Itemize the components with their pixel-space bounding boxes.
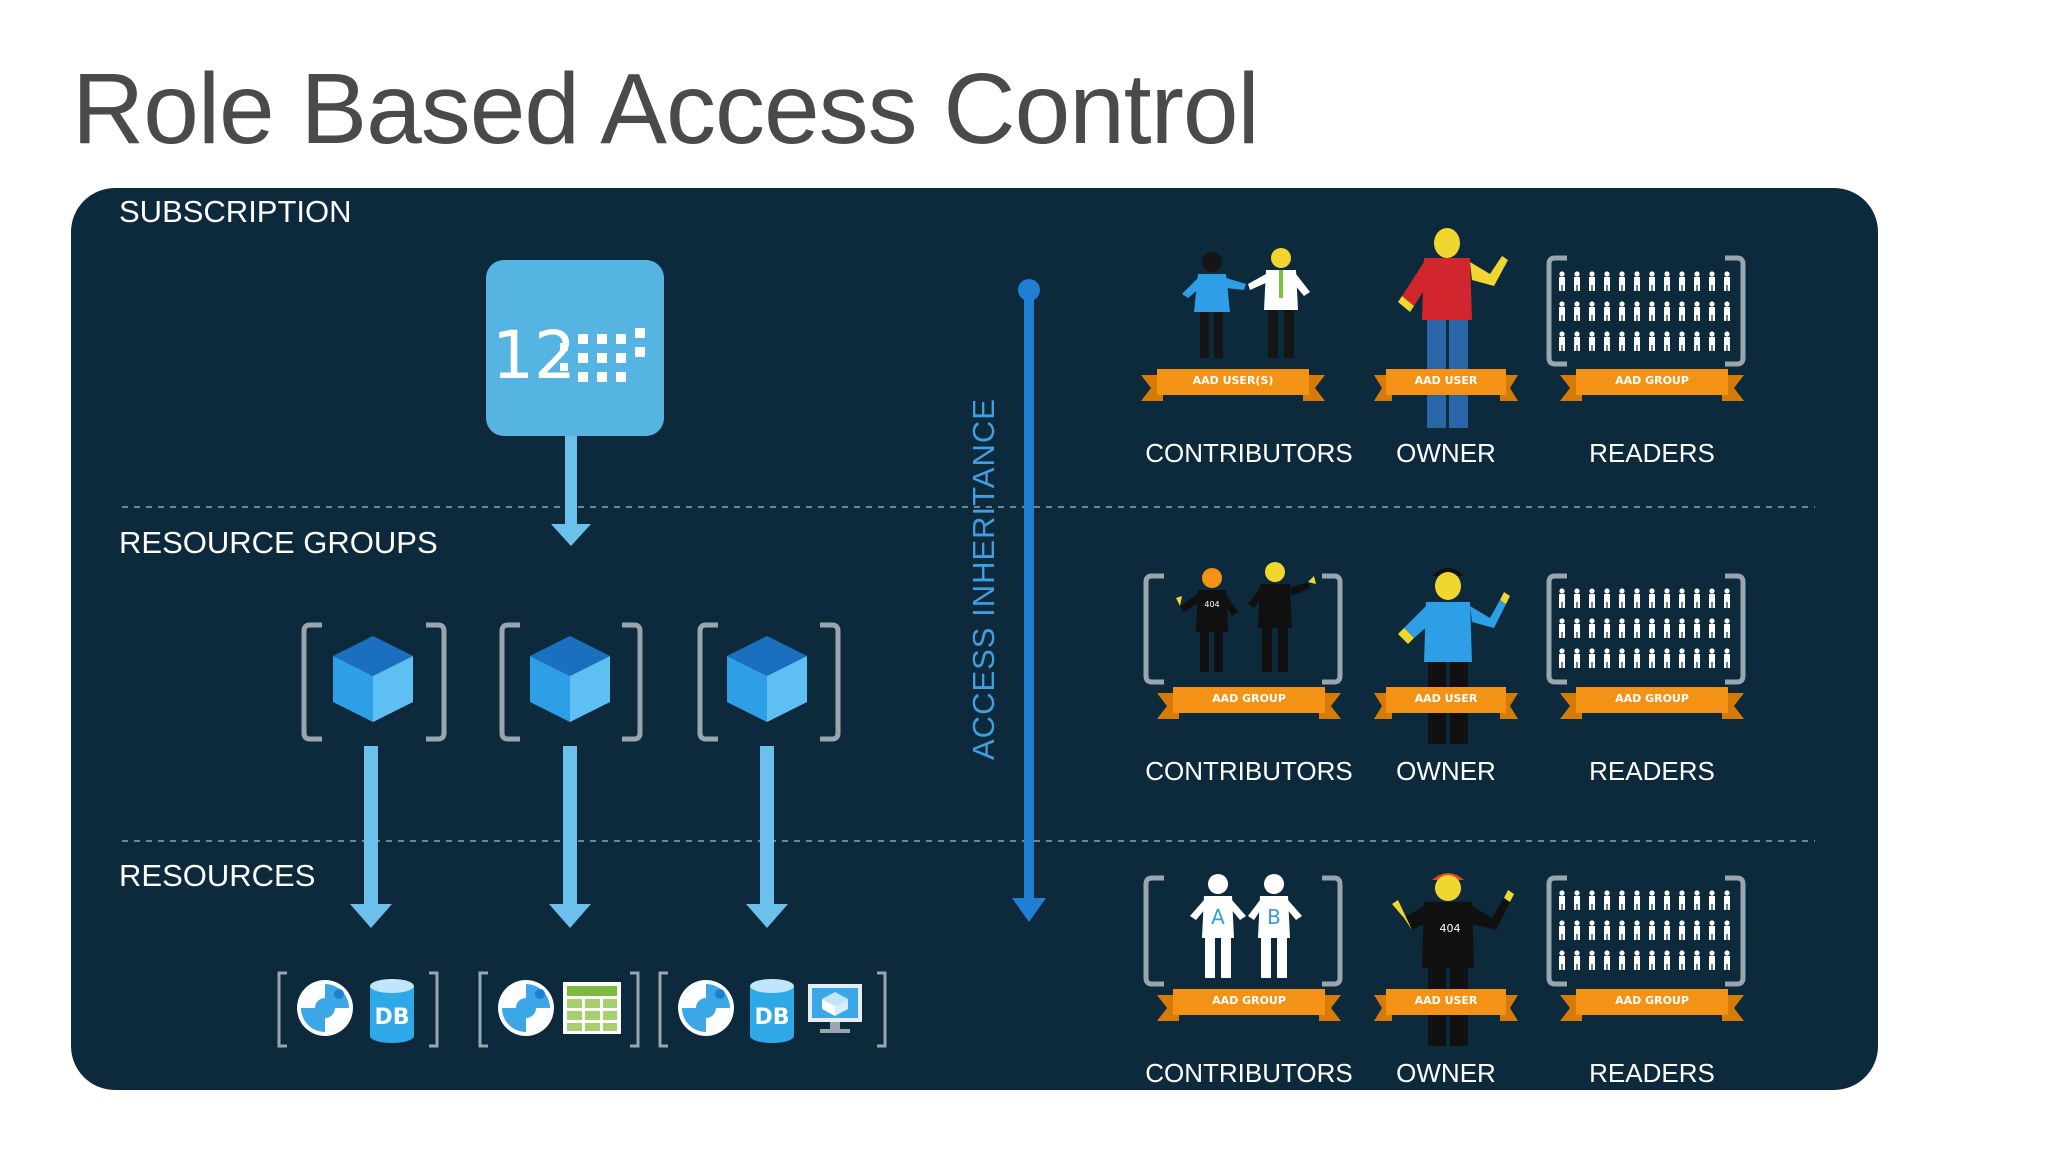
database-icon-text: DB bbox=[754, 1005, 789, 1030]
owner-figure bbox=[1398, 228, 1508, 428]
contributors-figure bbox=[1182, 248, 1310, 358]
section-label-subscription: SUBSCRIPTION bbox=[119, 194, 352, 229]
role-label-contributors: CONTRIBUTORS bbox=[1145, 1058, 1353, 1088]
resource-group-3 bbox=[697, 622, 841, 742]
readers-ribbon-text: AAD GROUP bbox=[1615, 692, 1689, 705]
readers-figure bbox=[1549, 258, 1743, 364]
badge-a-text: A bbox=[1211, 905, 1225, 929]
role-label-owner: OWNER bbox=[1396, 438, 1496, 468]
readers-ribbon-text: AAD GROUP bbox=[1615, 374, 1689, 387]
owner-ribbon-text: AAD USER bbox=[1415, 994, 1478, 1007]
cube-icon bbox=[333, 636, 413, 722]
page-title: Role Based Access Control bbox=[72, 53, 1260, 165]
access-inheritance-label: ACCESS INHERITANCE bbox=[966, 398, 1001, 760]
section-label-resources: RESOURCES bbox=[119, 858, 315, 893]
subscription-icon-text: 12 bbox=[492, 317, 576, 394]
owner-figure bbox=[1398, 568, 1510, 744]
section-label-resource-groups: RESOURCE GROUPS bbox=[119, 525, 438, 560]
role-label-contributors: CONTRIBUTORS bbox=[1145, 438, 1353, 468]
owner-ribbon-text: AAD USER bbox=[1415, 692, 1478, 705]
table-storage-icon bbox=[563, 982, 621, 1034]
contributors-figure: A B bbox=[1146, 874, 1340, 984]
database-icon-text: DB bbox=[374, 1005, 409, 1030]
readers-ribbon-text: AAD GROUP bbox=[1615, 994, 1689, 1007]
resource-group-1 bbox=[301, 622, 447, 742]
readers-figure bbox=[1549, 576, 1743, 682]
cube-icon bbox=[727, 636, 807, 722]
web-app-icon bbox=[678, 980, 734, 1036]
badge-text: 404 bbox=[1204, 600, 1219, 609]
role-label-readers: READERS bbox=[1589, 1058, 1715, 1088]
web-app-icon bbox=[297, 980, 353, 1036]
contributors-ribbon-text: AAD GROUP bbox=[1212, 994, 1286, 1007]
role-label-readers: READERS bbox=[1589, 438, 1715, 468]
arrows-groups-to-resources bbox=[350, 746, 788, 928]
cube-icon bbox=[530, 636, 610, 722]
contributors-ribbon-text: AAD USER(S) bbox=[1193, 374, 1274, 387]
resource-set-1: DB bbox=[277, 971, 439, 1048]
role-label-owner: OWNER bbox=[1396, 1058, 1496, 1088]
arrow-subscription-to-groups bbox=[551, 436, 591, 546]
resource-set-3: DB bbox=[658, 971, 887, 1048]
virtual-machine-icon bbox=[808, 984, 862, 1033]
web-app-icon bbox=[498, 980, 554, 1036]
contributors-figure: 404 bbox=[1146, 562, 1340, 682]
role-label-owner: OWNER bbox=[1396, 756, 1496, 786]
resource-set-2 bbox=[478, 971, 640, 1048]
badge-text: 404 bbox=[1440, 922, 1461, 935]
contributors-ribbon-text: AAD GROUP bbox=[1212, 692, 1286, 705]
access-inheritance-arrow bbox=[1012, 279, 1046, 922]
owner-ribbon-text: AAD USER bbox=[1415, 374, 1478, 387]
subscription-icon: 12 bbox=[486, 260, 664, 436]
badge-b-text: B bbox=[1267, 905, 1281, 929]
role-label-readers: READERS bbox=[1589, 756, 1715, 786]
role-label-contributors: CONTRIBUTORS bbox=[1145, 756, 1353, 786]
owner-figure: 404 bbox=[1392, 873, 1514, 1046]
resource-group-2 bbox=[499, 622, 643, 742]
readers-figure bbox=[1549, 878, 1743, 984]
